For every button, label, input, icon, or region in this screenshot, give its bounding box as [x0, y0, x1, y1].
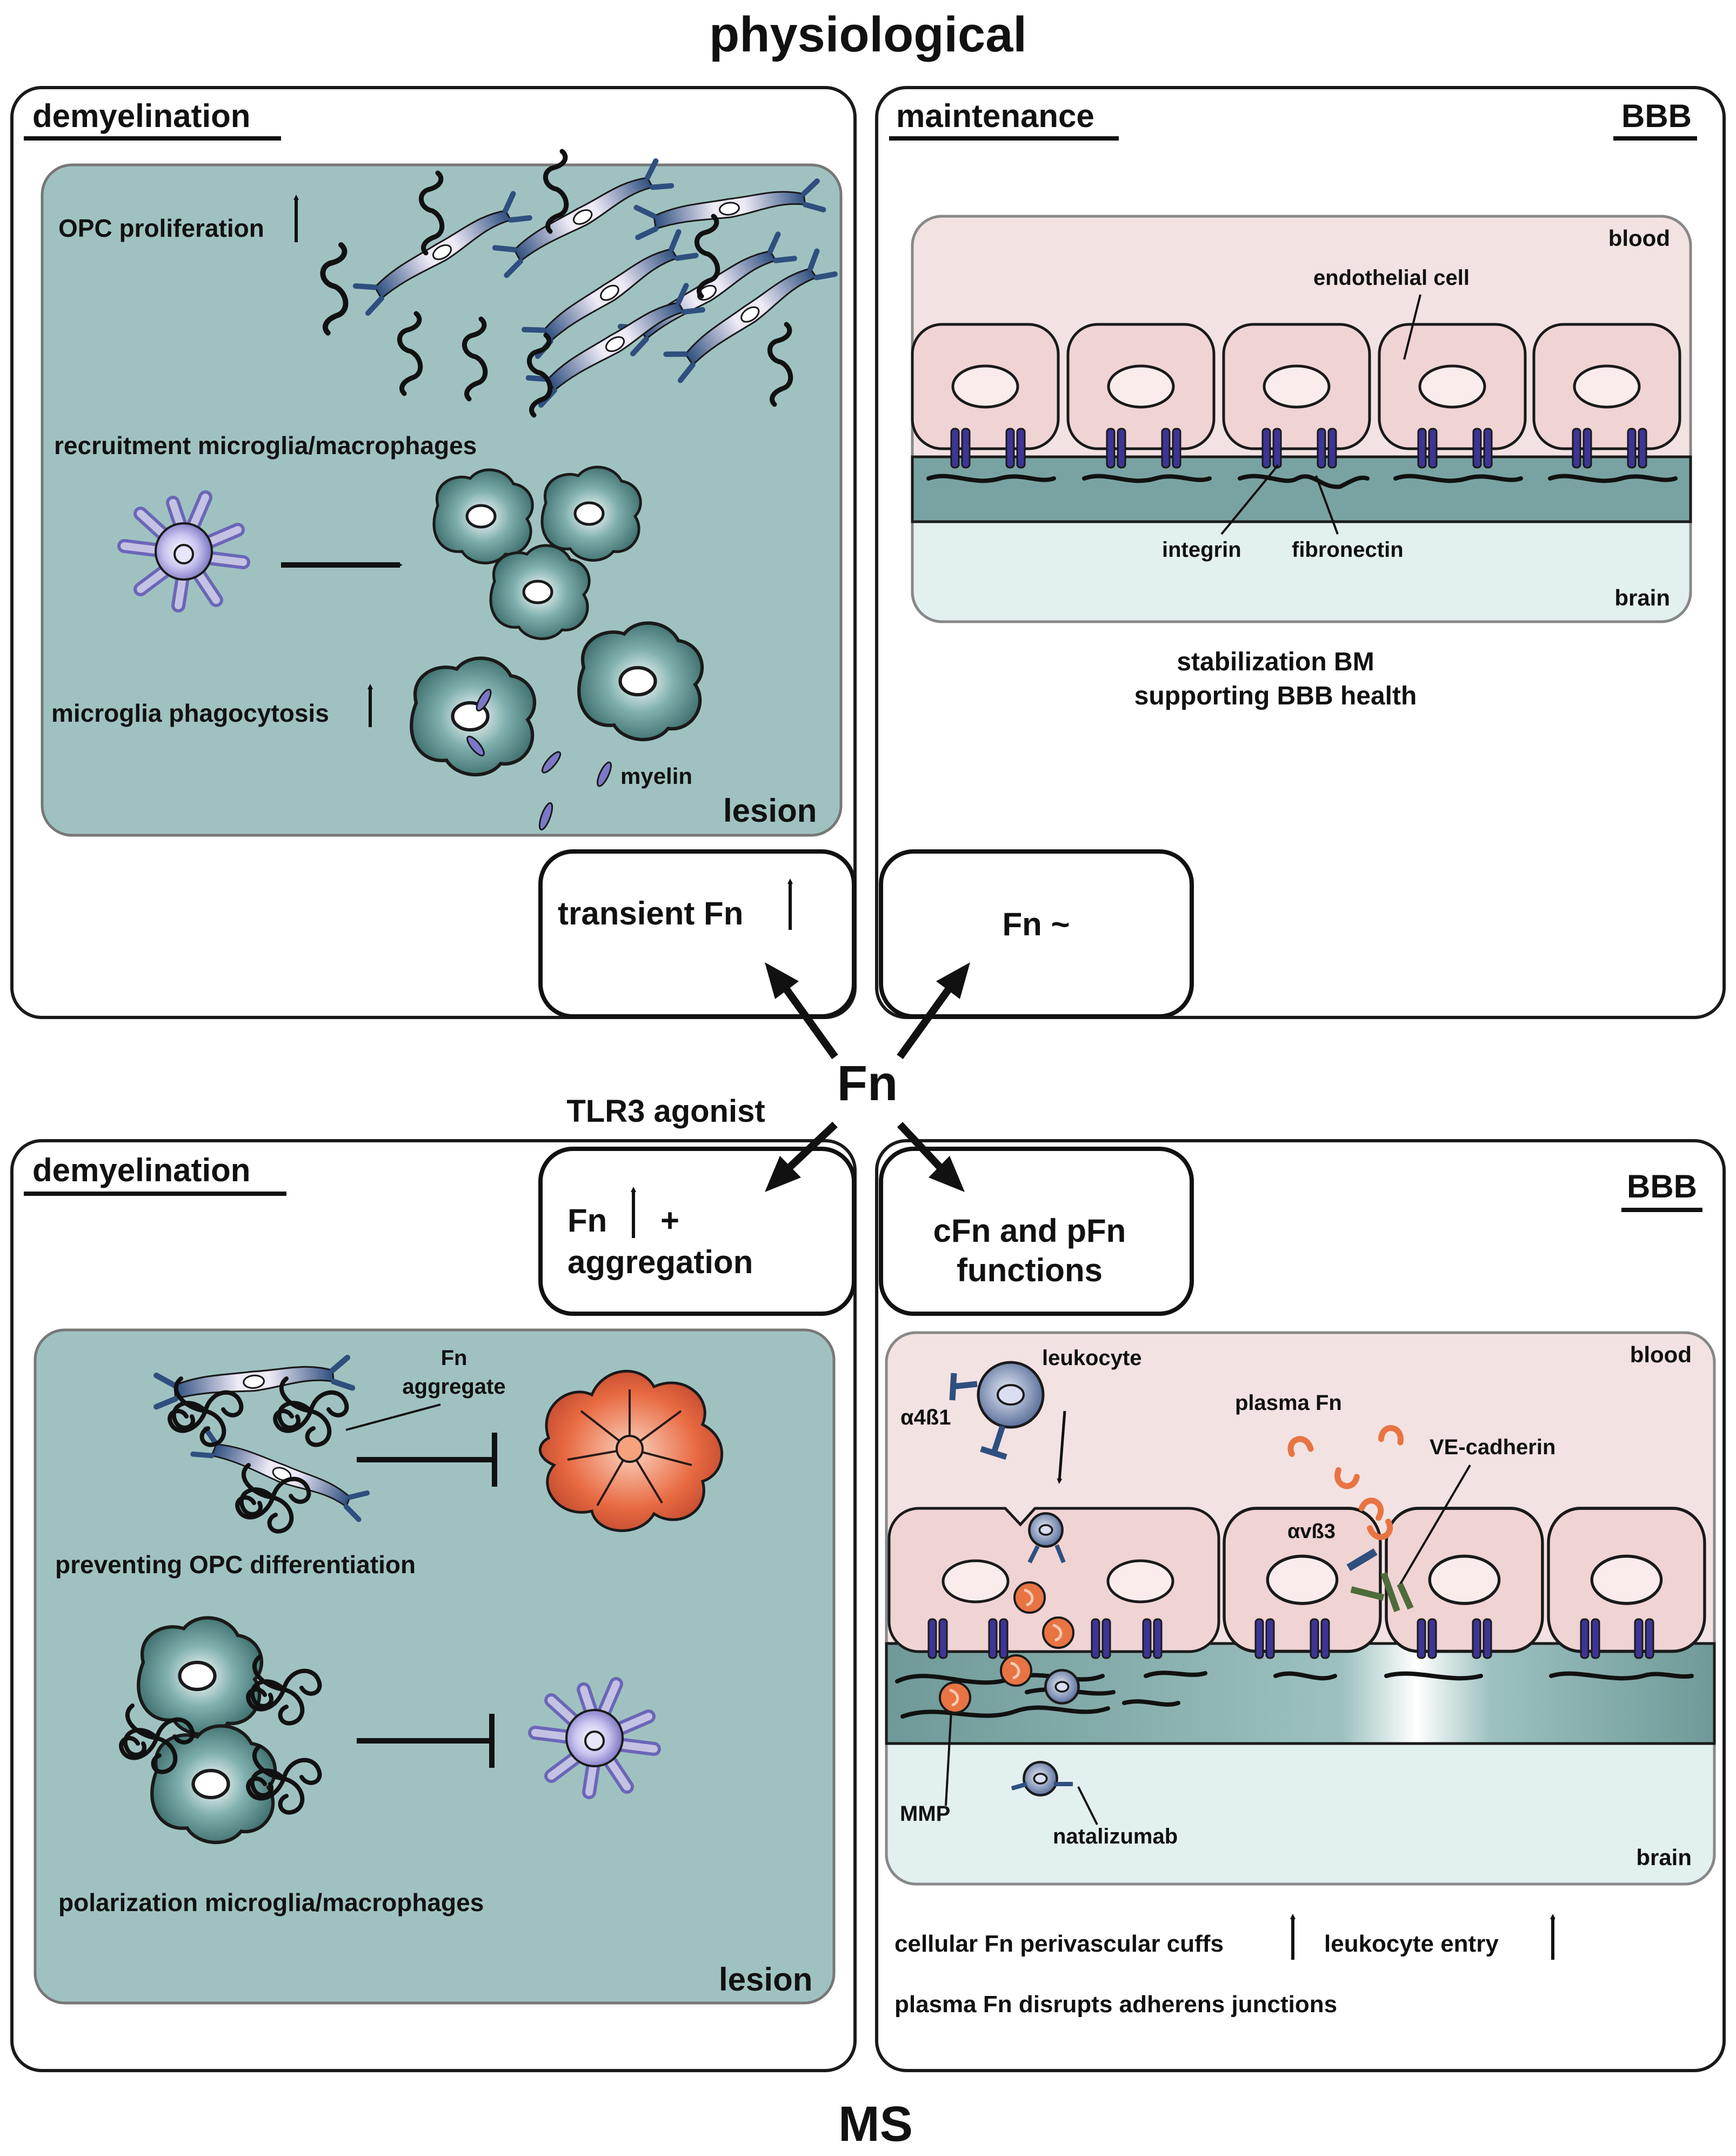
- tr-stab1: stabilization BM: [1177, 648, 1374, 676]
- ramified-microglia: [117, 490, 250, 613]
- inhibit-icon: [357, 1714, 495, 1768]
- inhibit-icon: [357, 1433, 497, 1487]
- box-transient-fn: transient Fn: [538, 849, 856, 1019]
- panel-frames: [10, 86, 1726, 2072]
- endothelial-cells: [912, 324, 1680, 449]
- br-blood: blood: [1630, 1342, 1692, 1367]
- panel-top-left: demyelination OPC proliferation recruitm…: [24, 98, 843, 837]
- svg-text:Fn: Fn: [567, 1202, 607, 1239]
- tr-endo-label: endothelial cell: [1313, 266, 1470, 290]
- panel-bottom-right: BBB blood: [885, 1168, 1716, 2018]
- fibronectin-fibers: [926, 474, 1678, 489]
- tl-lesion-label: lesion: [723, 793, 817, 829]
- br-bottom-1: cellular Fn perivascular cuffs: [894, 1931, 1224, 1957]
- tr-stab2: supporting BBB health: [1134, 682, 1417, 710]
- bl-opc-label: preventing OPC differentiation: [55, 1551, 416, 1579]
- svg-text:transient Fn: transient Fn: [558, 895, 743, 931]
- br-plasma-label: plasma Fn: [1235, 1391, 1342, 1415]
- tr-fibronectin-label: fibronectin: [1292, 538, 1404, 562]
- leukocyte: [1024, 1762, 1057, 1795]
- tl-myelin-label: myelin: [620, 763, 692, 789]
- tr-blood: blood: [1608, 225, 1670, 251]
- tl-title: demyelination: [32, 98, 250, 134]
- tl-phago-label: microglia phagocytosis: [51, 699, 329, 727]
- leukocyte: [949, 1361, 1045, 1460]
- br-nat-label: natalizumab: [1053, 1825, 1178, 1848]
- svg-text:Fn ~: Fn ~: [1002, 906, 1070, 942]
- oligodendrocyte: [538, 1369, 724, 1532]
- title-ms: MS: [838, 2097, 913, 2152]
- br-bottom-3: plasma Fn disrupts adherens junctions: [894, 1991, 1337, 2018]
- br-bbb: BBB: [1627, 1168, 1697, 1205]
- tl-opc-label: OPC proliferation: [58, 214, 264, 242]
- br-leuko-label: leukocyte: [1042, 1346, 1142, 1370]
- basement-membrane: [911, 455, 1692, 523]
- svg-text:+: +: [660, 1202, 679, 1239]
- leukocyte: [1045, 1670, 1078, 1703]
- down-arrow-icon: [1057, 1410, 1066, 1484]
- br-bottom-2: leukocyte entry: [1324, 1931, 1499, 1957]
- br-brain: brain: [1636, 1845, 1692, 1870]
- bl-title: demyelination: [32, 1152, 250, 1188]
- panel-bottom-left: demyelination Fn aggregate preventing OP…: [22, 1152, 836, 2005]
- svg-text:aggregation: aggregation: [567, 1244, 753, 1280]
- br-avb3-label: αvß3: [1287, 1520, 1336, 1543]
- bl-agg-label-1: Fn: [441, 1346, 468, 1370]
- title-physiological: physiological: [709, 7, 1027, 62]
- tr-brain: brain: [1614, 585, 1670, 610]
- arrow-icon: [765, 962, 970, 1192]
- tl-recruit-label: recruitment microglia/macrophages: [54, 431, 477, 460]
- box-fn-tilde: Fn ~: [879, 849, 1194, 1019]
- tr-title: maintenance: [896, 98, 1094, 134]
- leukocyte: [1029, 1513, 1062, 1546]
- bl-polar-label: polarization microglia/macrophages: [58, 1888, 484, 1917]
- bl-agg-label-2: aggregate: [402, 1375, 505, 1399]
- br-mmp-label: MMP: [900, 1802, 950, 1826]
- avb3-integrin: [1346, 1548, 1414, 1613]
- svg-text:cFn and pFn: cFn and pFn: [933, 1213, 1126, 1249]
- box-fn-aggregation: Fn + aggregation: [538, 1147, 856, 1316]
- bl-lesion-label: lesion: [719, 1961, 812, 1998]
- phagocytic-microglia: [411, 623, 702, 831]
- center-fn-label: Fn: [837, 1056, 898, 1111]
- svg-text:functions: functions: [957, 1252, 1103, 1288]
- panel-top-right: maintenance BBB blood: [889, 98, 1697, 710]
- tr-integrin-label: integrin: [1162, 538, 1241, 562]
- endothelial-cells: [887, 1508, 1705, 1653]
- ramified-microglia: [528, 1677, 661, 1799]
- center-fn: Fn TLR3 agonist: [566, 962, 970, 1192]
- box-cfn-pfn: cFn and pFn functions: [879, 1147, 1194, 1316]
- tr-bbb: BBB: [1621, 98, 1692, 134]
- br-a4b1-label: α4ß1: [900, 1406, 951, 1429]
- tlr3-label: TLR3 agonist: [566, 1094, 765, 1129]
- br-vecad-label: VE-cadherin: [1430, 1435, 1555, 1459]
